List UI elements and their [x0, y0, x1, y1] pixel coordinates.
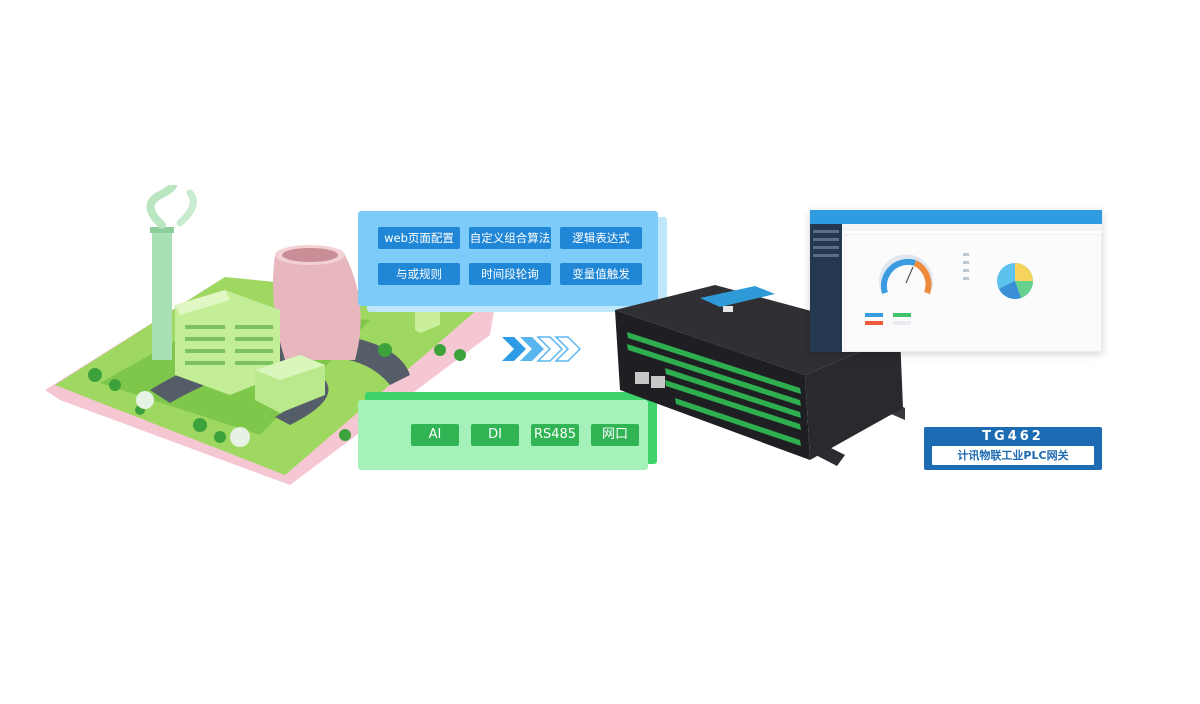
factory-illustration	[45, 185, 495, 485]
dashboard-top-bar	[810, 210, 1102, 224]
feature-value-trigger: 变量值触发	[560, 263, 642, 285]
gauge-icon	[879, 254, 933, 295]
interface-rs485: RS485	[531, 424, 579, 446]
chimney-icon	[152, 230, 172, 360]
dashboard-sidebar	[810, 224, 842, 352]
feature-logic-expression: 逻辑表达式	[560, 227, 642, 249]
dashboard-screenshot	[810, 210, 1102, 352]
plc-gateway-device	[615, 285, 905, 466]
interfaces-panel: AI DI RS485 网口	[358, 400, 648, 470]
features-panel: web页面配置 自定义组合算法 逻辑表达式 与或规则 时间段轮询 变量值触发	[358, 211, 658, 306]
feature-custom-algorithm: 自定义组合算法	[469, 227, 551, 249]
factory-building-icon	[175, 290, 280, 395]
pie-chart-icon	[997, 263, 1033, 299]
cooling-tower-icon	[272, 255, 361, 360]
feature-time-polling: 时间段轮询	[469, 263, 551, 285]
product-name: 计讯物联工业PLC网关	[932, 446, 1094, 465]
product-badge: TG462 计讯物联工业PLC网关	[924, 427, 1102, 470]
feature-and-or-rules: 与或规则	[378, 263, 460, 285]
chevron-arrows-icon	[502, 336, 582, 362]
interface-ethernet: 网口	[591, 424, 639, 446]
product-model: TG462	[982, 429, 1044, 444]
feature-web-config: web页面配置	[378, 227, 460, 249]
dashboard-tab-bar	[842, 224, 1102, 231]
interface-ai: AI	[411, 424, 459, 446]
interface-di: DI	[471, 424, 519, 446]
dashboard-card	[844, 234, 1102, 352]
